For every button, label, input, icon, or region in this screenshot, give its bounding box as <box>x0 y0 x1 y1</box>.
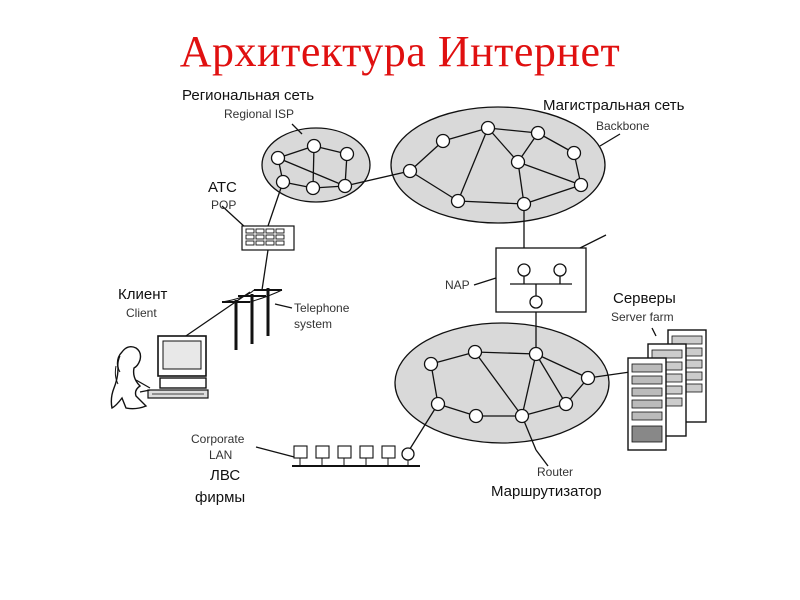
client-computer-icon <box>148 336 208 398</box>
server-farm-label: Server farm <box>611 311 674 323</box>
nap-pointer <box>474 278 496 285</box>
telephone-poles-icon <box>222 288 282 350</box>
router-ru-label: Маршрутизатор <box>491 484 602 499</box>
lower-network-cloud <box>395 323 609 443</box>
backbone-cloud <box>391 107 605 223</box>
lan-ru-label-line1: ЛВС <box>210 468 240 483</box>
corporate-lan-icon <box>292 446 420 466</box>
pop-label: POP <box>211 199 236 211</box>
pop-switch-icon <box>242 226 294 250</box>
corporate-label-line1: Corporate <box>191 433 244 445</box>
client-person-icon <box>111 347 150 409</box>
client-label: Клиент <box>118 287 167 302</box>
servers-label: Серверы <box>613 291 676 306</box>
telephone-label-line1: Telephone <box>294 302 349 314</box>
nap-label: NAP <box>445 279 470 291</box>
telephone-label-line2: system <box>294 318 332 330</box>
ats-label: АТС <box>208 180 237 195</box>
backbone-label: Backbone <box>596 120 649 132</box>
nap-box <box>496 248 586 312</box>
lan-ru-label-line2: фирмы <box>195 490 245 505</box>
slide-title: Архитектура Интернет <box>0 26 800 77</box>
server-farm-icon <box>628 330 706 450</box>
regional-isp-label: Regional ISP <box>224 108 294 120</box>
router-label: Router <box>537 466 573 478</box>
regional-network-label: Региональная сеть <box>182 88 314 103</box>
backbone-network-label: Магистральная сеть <box>543 98 684 113</box>
corporate-label-line2: LAN <box>209 449 232 461</box>
client-en-label: Client <box>126 307 157 319</box>
